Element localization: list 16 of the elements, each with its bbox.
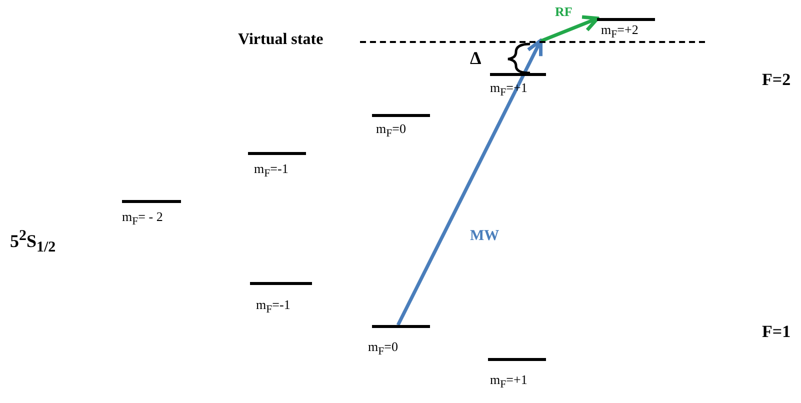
edge-label: RF bbox=[555, 4, 572, 20]
level-label: m$_{F}$=0 bbox=[368, 339, 398, 358]
level-label: m$_{F}$=-1 bbox=[256, 297, 290, 316]
level-label: m$_{F}$= - 2 bbox=[122, 209, 163, 228]
edge-label: MW bbox=[470, 228, 500, 245]
term-symbol-label: 5$^{2}$S$_{1/2}$ bbox=[10, 228, 56, 257]
level-label: m$_{F}$=-1 bbox=[254, 161, 288, 180]
state-label: Virtual state bbox=[238, 31, 324, 49]
level-label: m$_{F}$=+2 bbox=[601, 22, 638, 41]
delta-symbol: Δ bbox=[470, 48, 482, 69]
level-label: m$_{F}$=+1 bbox=[490, 372, 528, 391]
arrow bbox=[396, 38, 543, 326]
hyperfine-level-label: F=1 bbox=[762, 322, 791, 342]
level-label: m$_{F}$=0 bbox=[376, 121, 406, 140]
hyperfine-level-label: F=2 bbox=[762, 70, 791, 90]
arrow bbox=[540, 15, 600, 43]
